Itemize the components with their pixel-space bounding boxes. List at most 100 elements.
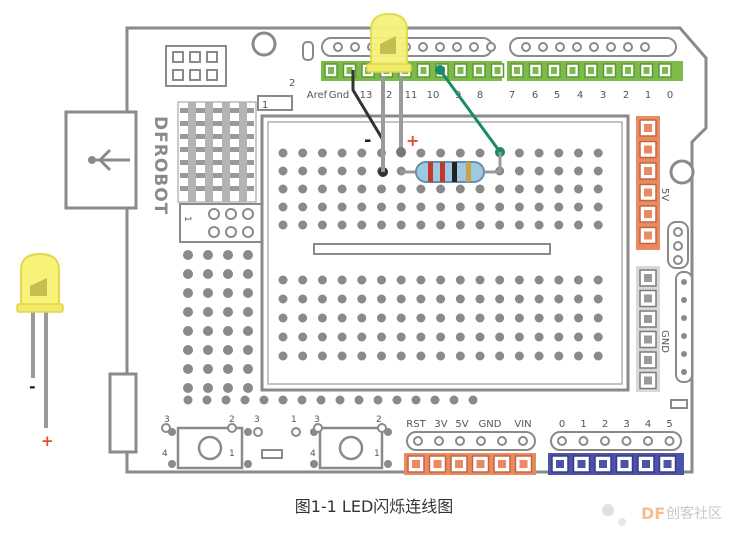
breadboard-hole bbox=[495, 184, 505, 194]
breadboard-hole bbox=[574, 294, 583, 304]
header-pin-core bbox=[663, 460, 672, 468]
analog-pin-label: 2 bbox=[602, 419, 608, 430]
breadboard-minus-label: - bbox=[364, 130, 371, 151]
breadboard-hole bbox=[574, 332, 583, 342]
right-5v-label: 5V bbox=[659, 188, 670, 201]
breadboard-hole bbox=[357, 220, 367, 230]
digital-pin-label: 13 bbox=[360, 90, 373, 101]
digital-pin-label: 5 bbox=[554, 90, 560, 101]
breadboard-hole bbox=[377, 313, 386, 323]
breadboard-hole bbox=[593, 313, 603, 323]
breadboard-hole bbox=[416, 184, 426, 194]
breadboard-hole bbox=[298, 275, 308, 285]
header-pin-core bbox=[588, 67, 594, 74]
upper-hole bbox=[640, 42, 650, 52]
breadboard-hole bbox=[416, 332, 426, 342]
breadboard-hole bbox=[574, 220, 583, 230]
header-pin-core bbox=[556, 460, 564, 468]
breadboard-holes bbox=[278, 148, 603, 361]
digital-pin-label: Gnd bbox=[329, 90, 349, 101]
bottom-hole bbox=[316, 395, 326, 405]
button-right-tl: 3 bbox=[314, 415, 320, 425]
breadboard-hole bbox=[475, 148, 485, 158]
breadboard-hole bbox=[416, 351, 426, 361]
connector-hole bbox=[242, 208, 254, 220]
breadboard-hole bbox=[377, 332, 386, 342]
breadboard-hole bbox=[337, 148, 347, 158]
breadboard-hole bbox=[455, 202, 465, 212]
breadboard-hole bbox=[396, 275, 406, 285]
breadboard-hole bbox=[436, 148, 446, 158]
power-pin-header bbox=[404, 453, 536, 475]
header-pin-core bbox=[644, 188, 652, 197]
proto-hole bbox=[183, 364, 193, 374]
breadboard-hole bbox=[554, 332, 564, 342]
breadboard-hole bbox=[396, 351, 406, 361]
analog-upper-hole bbox=[643, 436, 653, 446]
bottom-hole bbox=[240, 395, 250, 405]
header-pin-core bbox=[643, 67, 650, 74]
analog-upper-hole bbox=[557, 436, 567, 446]
pin-2-label: 2 bbox=[289, 78, 295, 89]
upper-hole bbox=[350, 42, 360, 52]
small-pad bbox=[670, 399, 688, 409]
header-pin-core bbox=[644, 376, 652, 385]
breadboard-hole bbox=[514, 202, 524, 212]
breadboard-hole bbox=[436, 294, 446, 304]
icsp-header bbox=[165, 45, 227, 87]
breadboard-hole bbox=[534, 351, 544, 361]
button-left-tr: 2 bbox=[229, 415, 235, 425]
connector-hole bbox=[242, 226, 254, 238]
proto-hole bbox=[183, 383, 193, 393]
header-pin-core bbox=[644, 145, 652, 154]
right-power-header bbox=[636, 116, 660, 250]
header-pin-core bbox=[577, 460, 586, 468]
breadboard-hole bbox=[317, 294, 327, 304]
upper-hole bbox=[555, 42, 565, 52]
breadboard-hole bbox=[278, 166, 288, 176]
breadboard-hole bbox=[534, 202, 544, 212]
breadboard-hole bbox=[593, 148, 603, 158]
digital-pin-label: 2 bbox=[623, 90, 629, 101]
header-pin-core bbox=[606, 67, 613, 74]
connector-hole bbox=[208, 208, 220, 220]
bottom-hole bbox=[278, 395, 288, 405]
ic-outline bbox=[177, 101, 257, 203]
breadboard-hole bbox=[416, 294, 426, 304]
ic-body-stripe bbox=[205, 102, 213, 202]
header-pin-core bbox=[644, 231, 652, 240]
digital-pin-label: 10 bbox=[427, 90, 440, 101]
reset-button-left bbox=[161, 423, 252, 470]
breadboard-hole bbox=[416, 220, 426, 230]
header-pin-core bbox=[476, 460, 485, 468]
breadboard-hole bbox=[396, 202, 406, 212]
breadboard-hole bbox=[436, 184, 446, 194]
digital-pin-label: 3 bbox=[600, 90, 606, 101]
proto-hole bbox=[183, 288, 193, 298]
breadboard-hole bbox=[416, 202, 426, 212]
right-gnd-pins bbox=[675, 271, 693, 383]
breadboard-hole bbox=[534, 294, 544, 304]
breadboard-hole bbox=[593, 202, 603, 212]
bottom-hole bbox=[335, 395, 345, 405]
breadboard-hole bbox=[514, 166, 524, 176]
middle-label-b: 1 bbox=[291, 415, 297, 425]
breadboard-hole bbox=[475, 220, 485, 230]
upper-hole bbox=[469, 42, 479, 52]
legend-led-plus: + bbox=[41, 432, 54, 450]
proto-hole bbox=[203, 288, 213, 298]
header-pin-core bbox=[644, 167, 652, 175]
right-gnd-header bbox=[636, 266, 660, 392]
breadboard-hole bbox=[436, 275, 446, 285]
proto-hole bbox=[183, 307, 193, 317]
mounting-hole bbox=[669, 159, 695, 185]
upper-hole bbox=[589, 42, 599, 52]
breadboard-hole bbox=[574, 313, 583, 323]
bottom-hole bbox=[430, 395, 440, 405]
breadboard-hole bbox=[574, 275, 583, 285]
proto-hole bbox=[203, 364, 213, 374]
